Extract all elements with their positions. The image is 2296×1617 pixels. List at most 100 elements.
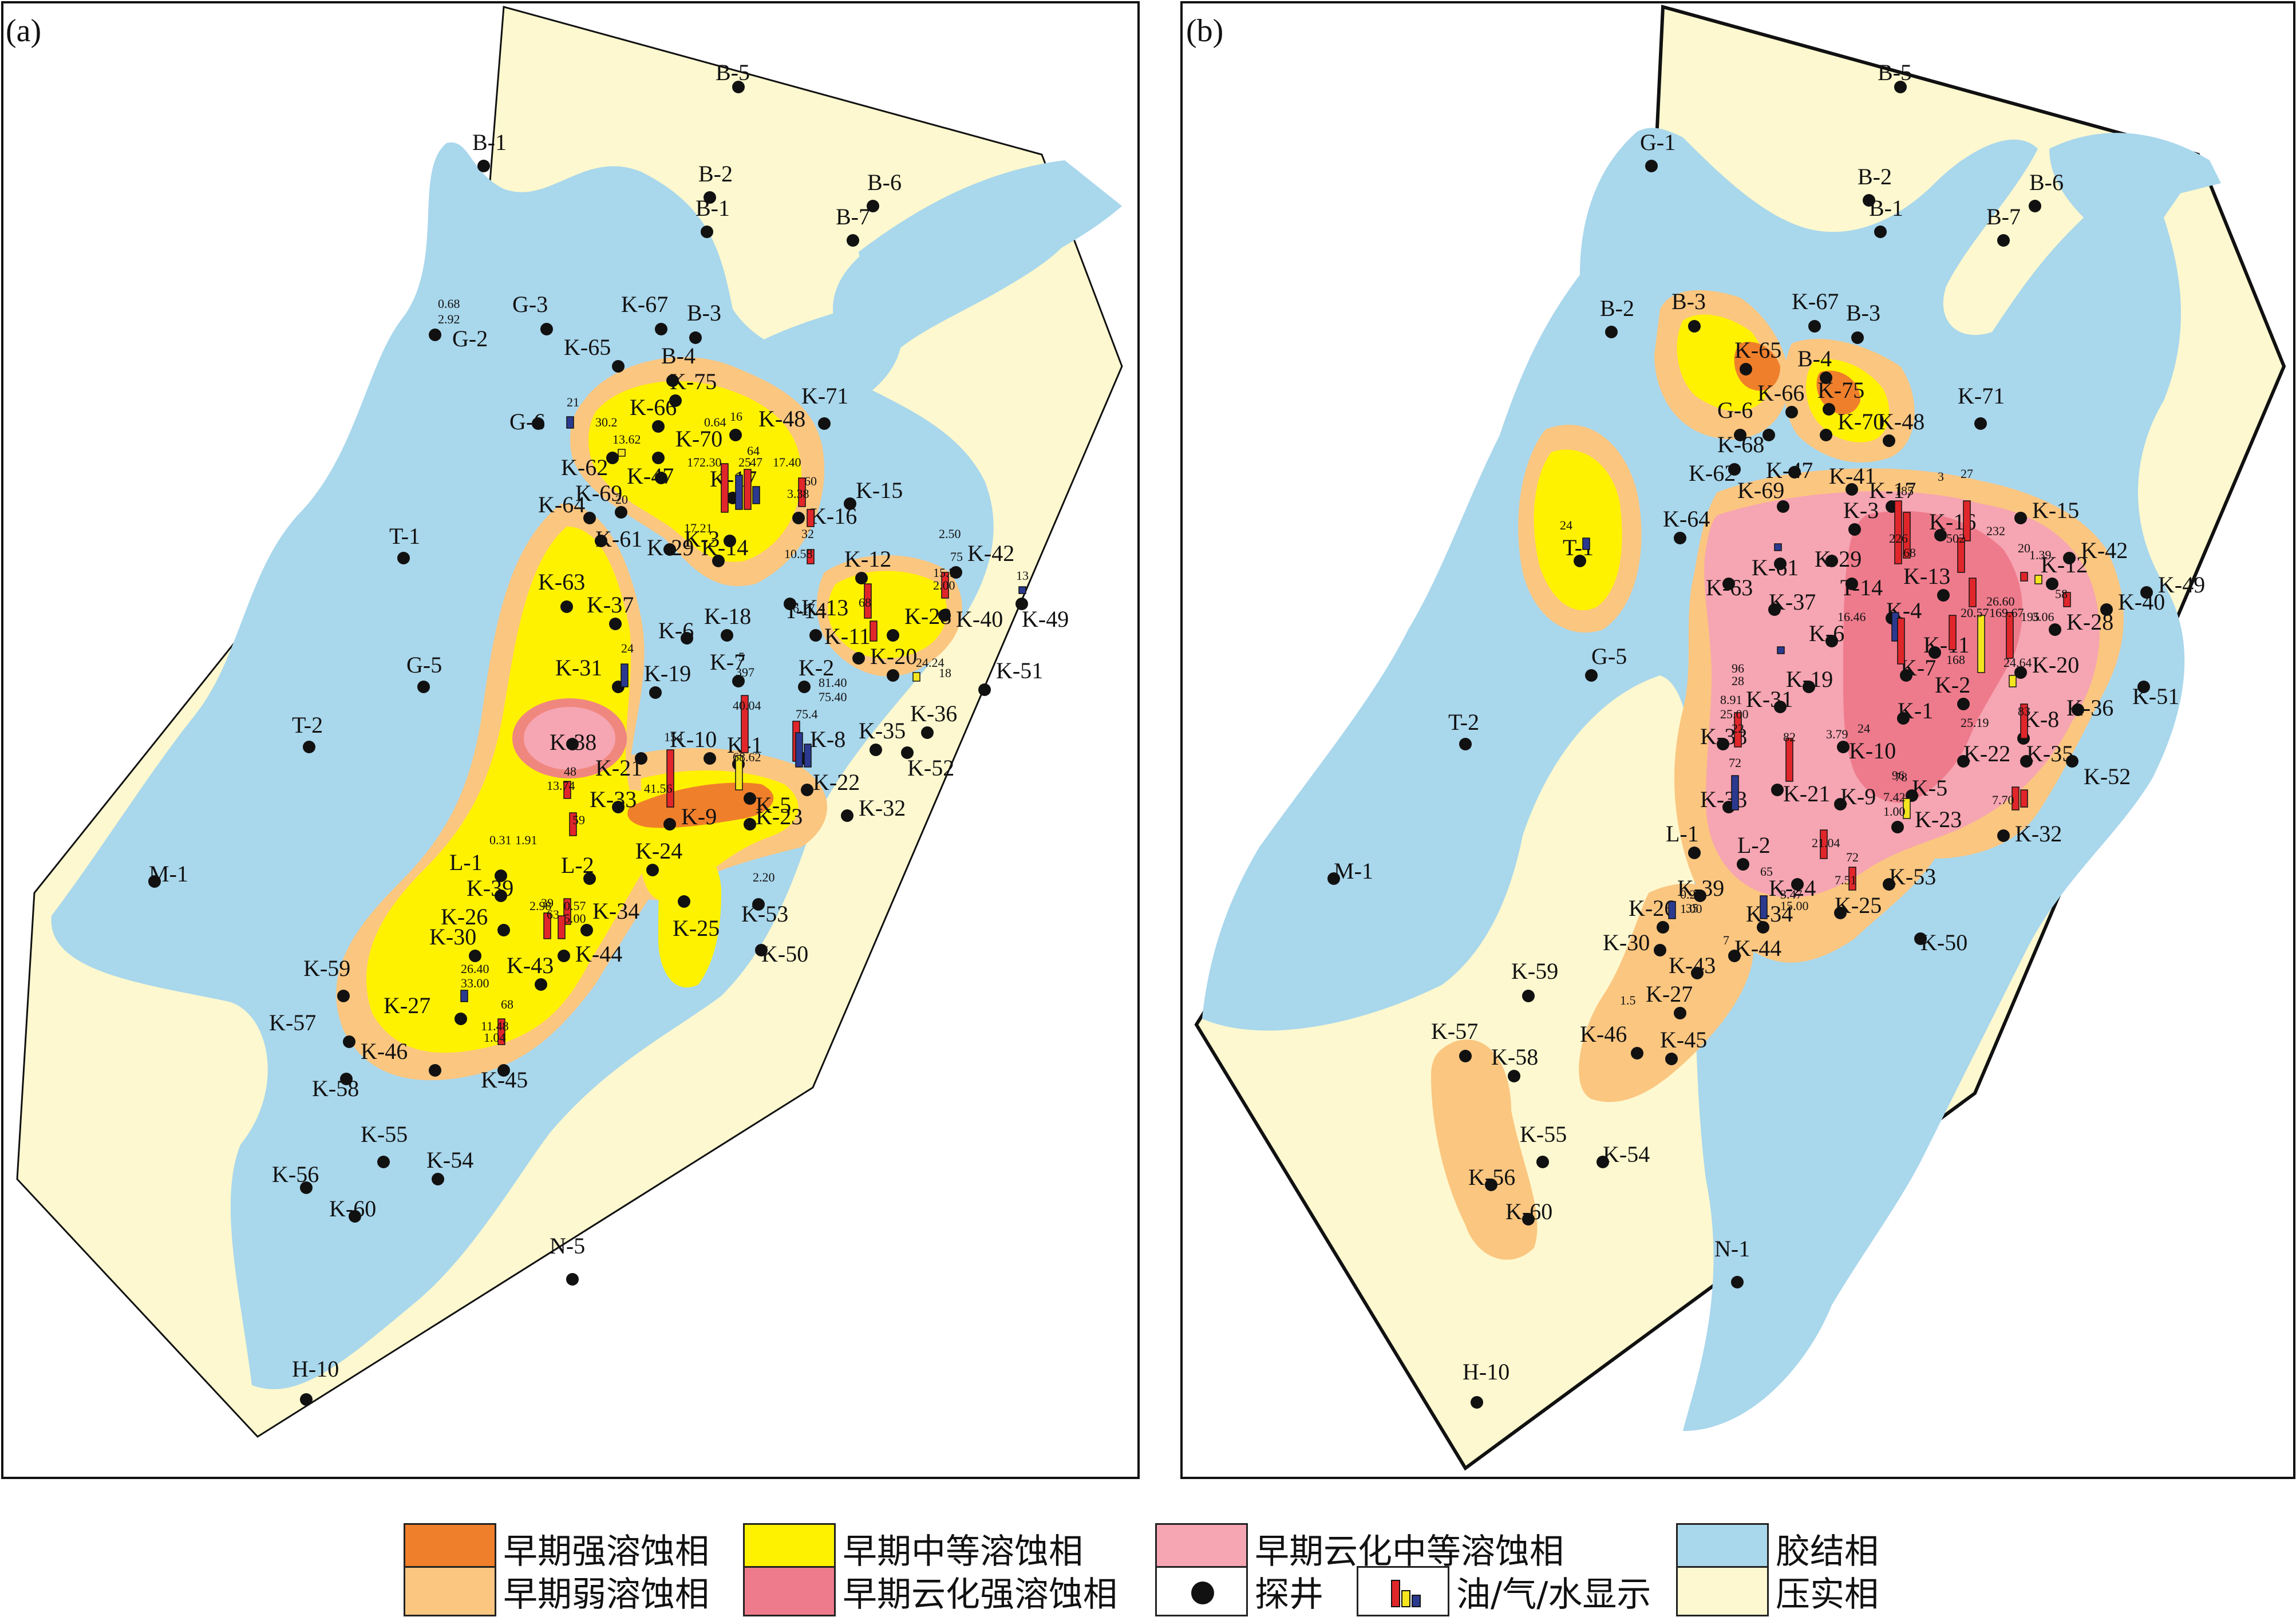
well-dot-icon (1863, 194, 1875, 207)
well-label: B-1 (472, 129, 507, 155)
well-dot-icon (689, 331, 702, 344)
well-label: K-42 (967, 540, 1014, 566)
well-dot-icon (1645, 160, 1658, 172)
show-bar (1734, 712, 1742, 748)
well-label: B-6 (867, 169, 902, 195)
well-dot-icon (349, 1210, 361, 1223)
legend-item-dolomite-medium: 早期云化中等溶蚀相 (1155, 1523, 1564, 1574)
well-label: T-14 (784, 598, 827, 623)
show-bar (735, 755, 743, 790)
well-label: L-1 (449, 849, 483, 875)
show-bar (2006, 612, 2014, 659)
well-dot-icon (560, 600, 573, 613)
well-dot-icon (1665, 1053, 1678, 1065)
show-value-label: 20 (2018, 541, 2030, 555)
well-dot-icon (1894, 81, 1907, 93)
show-bar (2012, 786, 2020, 811)
well-label: K-49 (2158, 572, 2205, 598)
show-value-label: 28 (1732, 674, 1744, 688)
well-label: K-75 (1817, 377, 1864, 403)
show-bar (558, 915, 566, 939)
well-dot-icon (1997, 234, 2010, 247)
well-dot-icon (2014, 666, 2027, 679)
show-value-label: 72 (1729, 756, 1741, 770)
show-bar (2063, 592, 2071, 607)
show-value-label: 78 (1895, 770, 1907, 784)
well-label: K-46 (361, 1038, 408, 1064)
well-dot-icon (432, 1173, 444, 1185)
well-label: K-61 (1752, 555, 1799, 580)
show-value-label: 26.40 (461, 962, 489, 976)
well-dot-icon (1522, 990, 1535, 1002)
well-dot-icon (1717, 738, 1729, 750)
well-dot-icon (1846, 483, 1858, 496)
well-dot-icon (2066, 755, 2078, 768)
legend-item-compaction: 压实相 (1676, 1565, 1879, 1617)
show-value-label: 195 (2021, 610, 2040, 624)
show-bar (1760, 895, 1768, 919)
show-bar (2009, 675, 2017, 687)
well-dot-icon (2063, 552, 2076, 564)
well-dot-icon (1728, 463, 1741, 476)
well-label: K-9 (1840, 784, 1876, 809)
well-dot-icon (1825, 635, 1838, 647)
well-dot-icon (558, 950, 570, 962)
well-label: K-43 (1669, 952, 1716, 978)
well-dot-icon (580, 924, 593, 936)
well-label: K-47 (627, 463, 674, 489)
well-dot-icon (2137, 681, 2150, 693)
show-value-label: 32 (801, 527, 814, 541)
well-dot-icon (1688, 847, 1701, 859)
well-label: B-4 (661, 343, 695, 369)
well-dot-icon (1974, 417, 1987, 430)
show-bar (1949, 615, 1957, 650)
well-dot-icon (1574, 555, 1586, 567)
well-dot-icon (477, 160, 490, 172)
well-label: K-69 (1737, 477, 1784, 503)
legend-swatch-show (1357, 1566, 1449, 1616)
legend-label: 早期强溶蚀相 (503, 1531, 709, 1572)
well-label: K-58 (312, 1076, 359, 1101)
well-dot-icon (1929, 646, 1941, 659)
well-dot-icon (950, 566, 962, 579)
well-label: K-33 (590, 786, 637, 812)
legend-label: 早期弱溶蚀相 (503, 1574, 709, 1615)
show-value-label: 2.00 (933, 578, 955, 592)
well-label: K-71 (801, 383, 848, 409)
show-value-label: 72 (1846, 850, 1859, 864)
well-dot-icon (655, 323, 667, 335)
show-value-label: 24 (621, 641, 634, 655)
well-dot-icon (1691, 967, 1704, 979)
well-label: K-10 (1849, 738, 1896, 764)
show-bar (1668, 901, 1676, 919)
show-value-label: 10.58 (784, 547, 813, 561)
show-value-label: 48 (564, 764, 576, 778)
well-label: B-2 (1600, 295, 1634, 321)
well-dot-icon (792, 512, 805, 524)
show-value-label: 81.40 (819, 675, 847, 690)
well-dot-icon (784, 598, 796, 610)
well-dot-icon (495, 889, 507, 902)
show-value-label: 11.48 (481, 1019, 509, 1033)
well-label: K-57 (1431, 1018, 1478, 1044)
well-label: K-15 (856, 477, 903, 503)
well-dot-icon (669, 394, 682, 407)
show-value-label: 21.04 (1812, 836, 1840, 850)
well-dot-icon (609, 618, 622, 630)
well-label: M-1 (149, 861, 188, 887)
well-label: K-62 (561, 454, 608, 480)
well-label: K-5 (1912, 775, 1947, 801)
well-dot-icon (646, 864, 659, 876)
well-label: B-3 (687, 300, 721, 326)
well-dot-icon (1774, 701, 1787, 713)
well-label: K-43 (507, 952, 554, 978)
show-value-label: 2.98 (529, 899, 552, 913)
well-dot-icon (1688, 320, 1701, 333)
show-value-label: 40.04 (733, 698, 761, 713)
well-dot-icon (666, 374, 679, 387)
well-label: B-2 (698, 161, 733, 187)
well-label: K-48 (1878, 409, 1924, 434)
show-bar (566, 416, 574, 429)
show-bar (870, 620, 878, 642)
